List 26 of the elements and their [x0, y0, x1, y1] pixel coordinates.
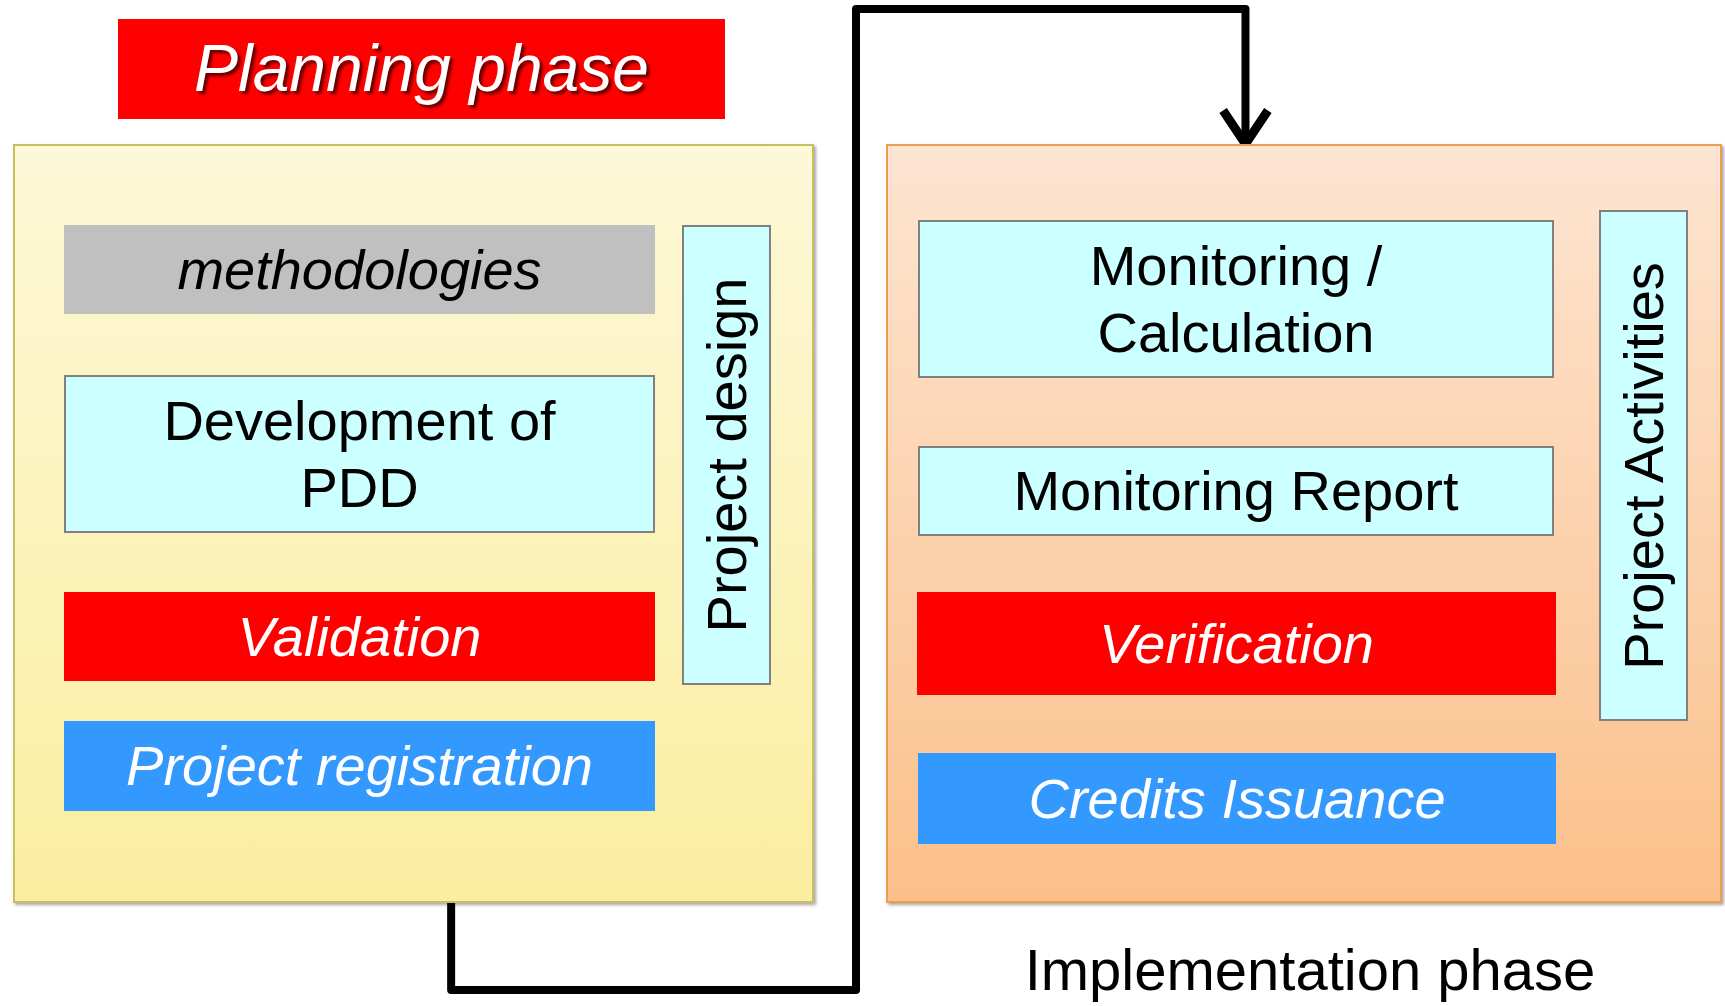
- step-box: [918, 753, 1556, 844]
- step-label: methodologies: [176, 236, 543, 303]
- step-label: Credits Issuance: [1027, 765, 1447, 832]
- step-box: [917, 592, 1556, 695]
- step-box: [64, 375, 655, 533]
- step-label: Verification: [1098, 610, 1375, 677]
- step-label: Validation: [236, 603, 483, 670]
- step-label: Monitoring / Calculation: [1088, 232, 1384, 366]
- phase-panel: [13, 144, 814, 903]
- step-box: [64, 721, 655, 811]
- step-box: [918, 446, 1554, 536]
- phase-panel: [886, 144, 1722, 903]
- vertical-label: Project Activities: [1612, 260, 1675, 672]
- phase-caption: Implementation phase: [1023, 936, 1597, 1004]
- connector-arrow: [447, 5, 1273, 994]
- vertical-label: Project design: [695, 276, 758, 635]
- step-label: Project registration: [125, 733, 594, 800]
- vertical-label-box: [1599, 210, 1688, 721]
- step-label: Monitoring Report: [1012, 458, 1460, 525]
- step-box: [64, 592, 655, 681]
- step-box: [64, 225, 655, 314]
- step-box: [918, 220, 1554, 378]
- step-label: Development of PDD: [162, 387, 557, 521]
- vertical-label-box: [682, 225, 771, 685]
- phase-banner: [118, 19, 725, 119]
- step-label: Planning phase: [192, 30, 650, 108]
